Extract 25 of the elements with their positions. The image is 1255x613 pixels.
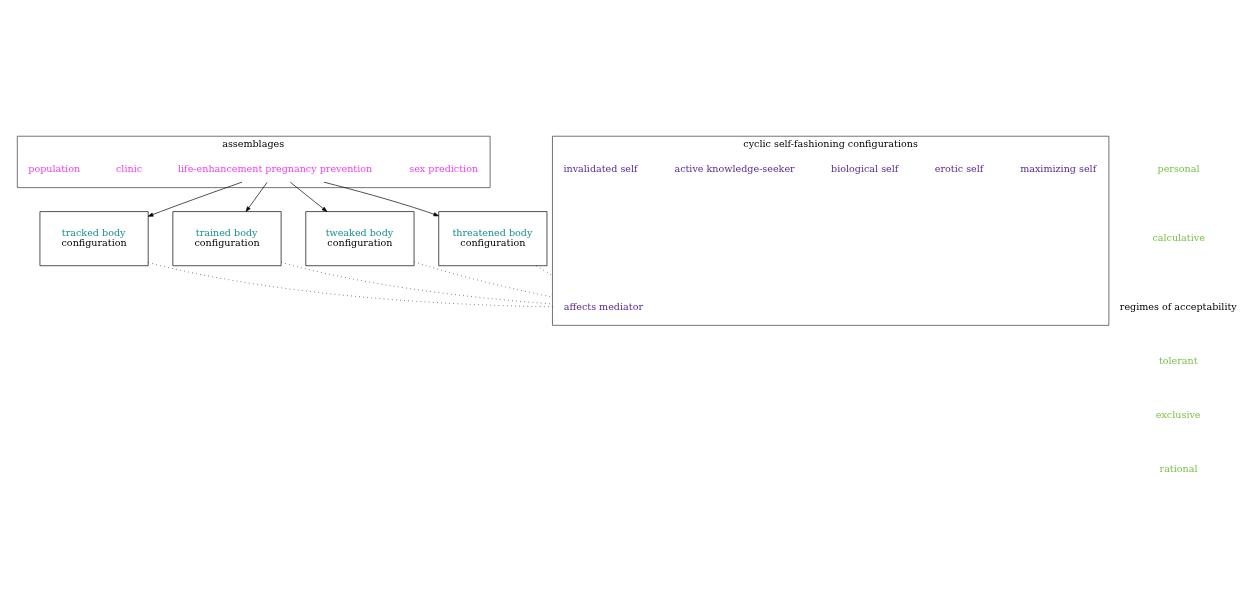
- node-text: active knowledge-seeker: [674, 163, 795, 175]
- node-text: clinic: [115, 163, 143, 175]
- node-box: tweaked body configuration: [305, 211, 415, 267]
- label: rational: [1159, 463, 1198, 475]
- node-text: sex prediction: [409, 163, 479, 175]
- connector: [147, 261, 553, 308]
- label: exclusive: [1155, 409, 1201, 421]
- arrow: [323, 181, 439, 217]
- node-text: erotic self: [934, 163, 984, 175]
- arrow: [245, 181, 268, 212]
- node-text: biological self: [831, 163, 899, 175]
- label: calculative: [1152, 232, 1205, 244]
- arrow: [289, 181, 328, 212]
- node-text: affects mediator: [563, 301, 643, 313]
- node-text: maximizing self: [1020, 163, 1097, 175]
- arrow: [147, 181, 243, 217]
- label: personal: [1157, 163, 1200, 175]
- node-text: invalidated self: [563, 163, 638, 175]
- node-text: population: [28, 163, 81, 175]
- label: tolerant: [1158, 355, 1198, 367]
- label: regimes of acceptability: [1119, 301, 1237, 313]
- node-box: tracked body configuration: [39, 211, 149, 267]
- node-box: trained body configuration: [172, 211, 282, 267]
- node-text: life-enhancement pregnancy prevention: [178, 163, 373, 175]
- node-box: threatened body configuration: [438, 211, 548, 267]
